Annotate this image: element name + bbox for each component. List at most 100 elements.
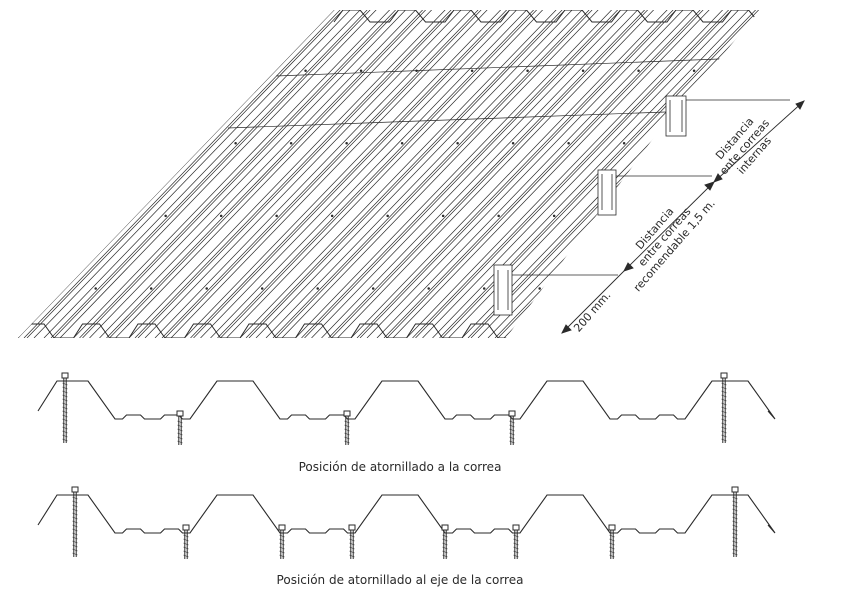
screw-thread xyxy=(344,432,350,436)
screw-thread xyxy=(62,386,68,390)
screw-thread xyxy=(62,410,68,414)
screw-thread xyxy=(183,546,189,550)
screw-dot xyxy=(804,70,806,72)
arrow-head xyxy=(713,173,723,183)
screw-dot xyxy=(345,142,348,145)
screw-thread xyxy=(183,542,189,546)
rib-line xyxy=(526,10,760,338)
rib-line xyxy=(239,10,559,338)
rib-line xyxy=(301,10,620,338)
screw-dot xyxy=(497,214,500,218)
screw-thread xyxy=(721,406,727,410)
screw-thread xyxy=(509,436,515,440)
screw-thread xyxy=(732,500,738,504)
screw-head xyxy=(176,410,184,417)
rib-line xyxy=(683,10,760,338)
dimension-lines xyxy=(561,100,805,334)
sheet-profile xyxy=(37,494,776,534)
screw-thread xyxy=(177,424,183,428)
screw-thread xyxy=(721,434,727,438)
screw-head xyxy=(343,410,351,417)
screw-thread xyxy=(72,536,78,540)
screw-dot xyxy=(704,287,708,290)
dimension-label-recommended: Distancia entre correas recomendable 1,5… xyxy=(631,197,718,294)
screw-thread xyxy=(609,554,615,558)
screw-head xyxy=(608,524,616,531)
screw-thread xyxy=(62,382,68,386)
screw-thread xyxy=(509,424,515,428)
screw-dot xyxy=(304,69,307,72)
rib-line xyxy=(255,10,575,338)
screw-dot xyxy=(637,69,640,72)
rib-line xyxy=(26,10,346,338)
screw-thread xyxy=(72,500,78,504)
rib-line xyxy=(217,10,536,338)
screw-head xyxy=(61,372,69,379)
screw-thread xyxy=(72,516,78,520)
screw-thread xyxy=(72,552,78,556)
dimension-line-internal xyxy=(713,100,805,183)
dimension-line-recommended xyxy=(623,181,715,272)
rib-line xyxy=(321,10,640,338)
screw-dot xyxy=(761,288,763,290)
purlins xyxy=(493,95,790,316)
screw-thread xyxy=(442,546,448,550)
screw-thread xyxy=(732,524,738,528)
roof-sheet-perspective xyxy=(18,10,806,338)
rib-line xyxy=(248,10,568,338)
rib-line xyxy=(128,10,448,338)
screw-dot xyxy=(593,287,597,290)
screw-thread xyxy=(62,438,68,442)
screw-thread xyxy=(349,542,355,546)
screw-thread xyxy=(732,532,738,536)
cross-section-screw-on-purlin-axis xyxy=(37,486,776,559)
sheet-profile xyxy=(37,380,776,420)
screw-dot xyxy=(622,142,626,145)
screw-thread xyxy=(183,554,189,558)
cross-section-screw-on-purlin xyxy=(37,372,776,445)
rib-line xyxy=(295,10,614,338)
screw-thread xyxy=(732,512,738,516)
screw-dot xyxy=(748,69,751,72)
screw-thread xyxy=(509,440,515,444)
screw-thread xyxy=(509,420,515,424)
screw-thread xyxy=(513,554,519,558)
rib-line xyxy=(53,10,373,338)
rib-line xyxy=(33,10,353,338)
screw-dot xyxy=(371,287,375,290)
screw-dot xyxy=(678,142,681,145)
screw-dot xyxy=(567,142,570,145)
rib-line xyxy=(137,10,457,338)
screw-thread xyxy=(62,418,68,422)
screw-head xyxy=(278,524,286,531)
caption-screw-on-purlin: Posición de atornillado a la correa xyxy=(299,460,502,474)
screw-thread xyxy=(279,542,285,546)
rib-line xyxy=(164,10,484,338)
rib-line xyxy=(331,10,650,338)
screw-thread xyxy=(72,504,78,508)
screw-thread xyxy=(62,430,68,434)
rib-line xyxy=(376,10,696,338)
screw-head xyxy=(508,410,516,417)
screw-head xyxy=(71,486,79,493)
screw-thread xyxy=(177,436,183,440)
screw-thread xyxy=(349,538,355,542)
screw-thread xyxy=(62,402,68,406)
screw-dot xyxy=(219,214,223,218)
screw-thread xyxy=(72,544,78,548)
screw-thread xyxy=(344,424,350,428)
rib-line xyxy=(73,10,392,338)
rib-line xyxy=(115,10,434,338)
rib-line xyxy=(719,10,760,338)
rib-line xyxy=(670,10,760,338)
screw-dot xyxy=(470,69,474,72)
screw-thread xyxy=(732,552,738,556)
screw-thread xyxy=(72,512,78,516)
screw-thread xyxy=(349,534,355,538)
screw-dot xyxy=(205,287,208,290)
screw-dot xyxy=(775,215,777,217)
screw-dot xyxy=(359,69,363,72)
screw-thread xyxy=(72,540,78,544)
screw-thread xyxy=(509,432,515,436)
